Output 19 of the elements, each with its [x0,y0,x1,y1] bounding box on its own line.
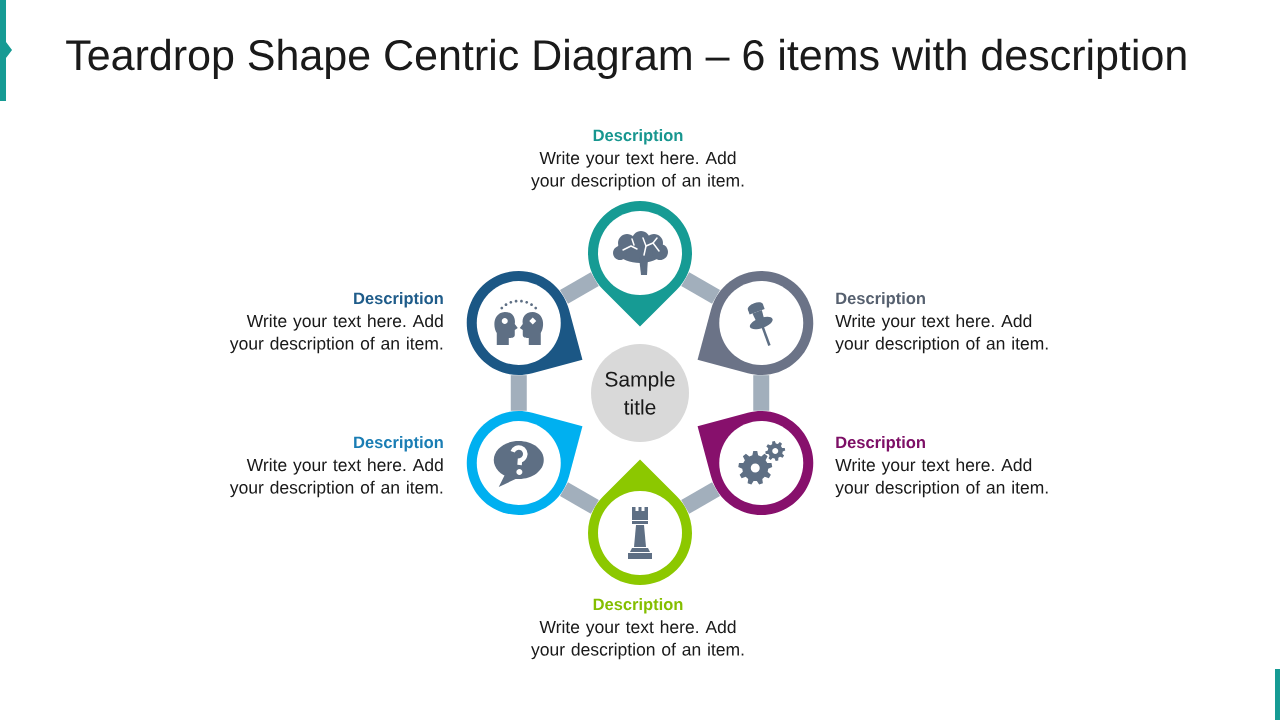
description-heading: Description [593,129,683,145]
description-heading: Description [593,598,683,614]
connector-bar [753,375,770,411]
description-heading: Description [836,436,925,452]
slide-title: Teardrop Shape Centric Diagram – 6 items with description [66,38,1186,79]
description-text: Write your text here. Add your description of an item. [531,151,744,191]
connector-bar [681,482,721,514]
description-heading: Description [836,292,925,308]
connector-bar [681,272,721,304]
connector-bar [559,482,599,514]
description-text: Write your text here. Add your description of an item. [835,458,1048,498]
connector-bar [510,375,527,411]
connector-bar [559,272,599,304]
description-heading: Description [354,436,443,452]
description-text: Write your text here. Add your description of an item. [531,620,744,660]
description-text: Write your text here. Add your description of an item. [229,314,443,354]
description-text: Write your text here. Add your description of an item. [835,314,1048,354]
description-text: Write your text here. Add your description of an item. [229,458,443,498]
description-heading: Description [354,292,443,308]
